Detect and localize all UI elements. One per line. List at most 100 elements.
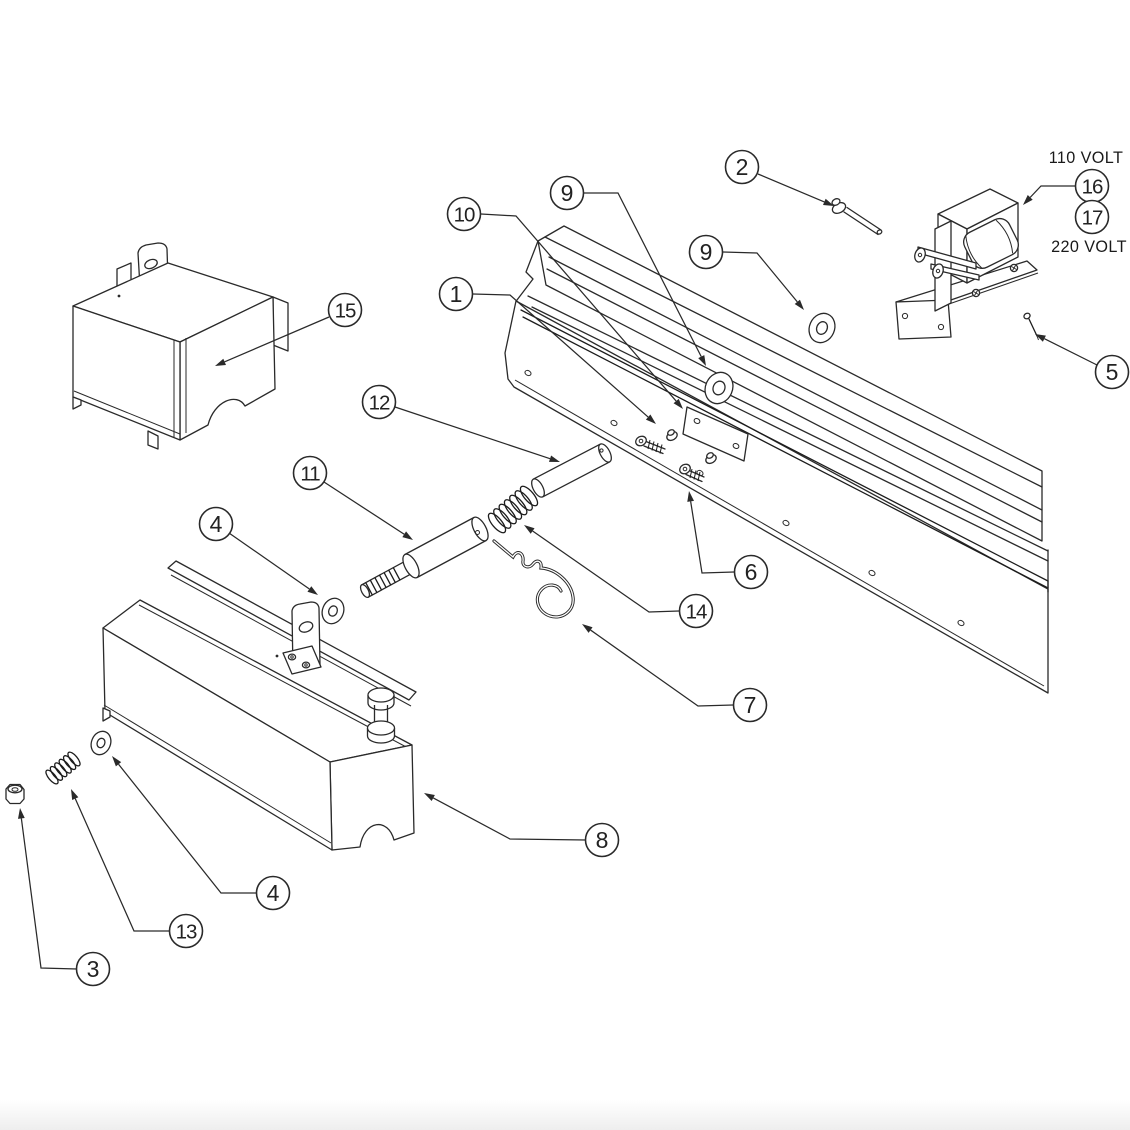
balloon-5: 5 <box>1094 354 1130 390</box>
leader-arrowhead-9b <box>794 299 804 310</box>
leader-arrowhead-5 <box>1035 334 1046 342</box>
parts-layer <box>5 188 1049 851</box>
balloon-number: 15 <box>335 299 356 322</box>
balloon-number: 13 <box>176 920 197 943</box>
leader-line-1 <box>472 293 649 418</box>
voltage-labels-layer: 110 VOLT 220 VOLT <box>1049 149 1127 256</box>
part-pin-12-drawing <box>531 443 612 498</box>
leader-line-5 <box>1044 338 1098 366</box>
part-upper-magnet-box-drawing <box>72 242 289 450</box>
part-spring-14-drawing <box>487 485 539 534</box>
balloon-2: 2 <box>724 149 760 185</box>
balloon-number: 4 <box>210 511 223 537</box>
part-small-screw-drawing <box>1023 312 1039 341</box>
balloon-number: 8 <box>596 827 609 853</box>
balloon-9b: 9 <box>688 234 724 270</box>
leader-line-13 <box>74 798 170 932</box>
balloon-number: 16 <box>1082 175 1103 198</box>
balloon-circle <box>327 292 363 328</box>
pin-11-threads <box>365 567 401 596</box>
balloon-17: 17 <box>1074 199 1110 235</box>
balloon-circle <box>1094 354 1130 390</box>
leader-arrowhead-15 <box>215 358 226 366</box>
part-solenoid-unit-drawing <box>895 188 1039 340</box>
balloon-number: 1 <box>450 281 463 307</box>
leader-arrowhead-16 <box>1023 195 1033 205</box>
balloon-circle <box>292 455 328 491</box>
balloon-circle <box>255 875 291 911</box>
balloon-1: 1 <box>438 276 474 312</box>
board-holes <box>524 369 965 627</box>
balloon-number: 10 <box>454 203 475 226</box>
leader-line-12 <box>394 406 551 460</box>
balloon-16: 16 <box>1074 168 1110 204</box>
balloon-number: 17 <box>1082 206 1103 229</box>
label-220-volt: 220 VOLT <box>1051 238 1127 256</box>
leader-line-9a <box>584 192 702 357</box>
label-110-volt: 110 VOLT <box>1049 149 1124 167</box>
part-washer-4-upper-drawing <box>321 597 345 625</box>
balloon-6: 6 <box>733 554 769 590</box>
balloon-circle <box>732 687 768 723</box>
balloon-circle <box>733 554 769 590</box>
part-lower-magnet-box-drawing <box>102 560 417 851</box>
leader-arrowhead-12 <box>548 455 560 462</box>
balloon-circle <box>361 384 397 420</box>
leader-arrowhead-6 <box>687 491 695 502</box>
leader-arrowhead-11 <box>402 531 413 540</box>
balloon-number: 12 <box>369 391 390 414</box>
leader-arrowhead-10 <box>673 398 683 409</box>
leader-line-11 <box>323 481 405 535</box>
leader-lines-layer <box>17 173 1098 970</box>
leader-arrowhead-8 <box>424 793 435 801</box>
balloon-number: 9 <box>561 180 574 206</box>
leader-line-15 <box>224 316 330 363</box>
balloon-circle <box>168 913 204 949</box>
balloon-circle <box>678 593 714 629</box>
leader-arrowhead-2 <box>823 198 834 206</box>
part-washer-9-upper-drawing <box>704 371 734 405</box>
leader-line-4a <box>228 532 310 590</box>
part-spring-13-drawing <box>45 751 81 785</box>
leader-line-8 <box>432 797 587 841</box>
leader-arrowhead-4a <box>307 586 318 595</box>
leader-arrowhead-1 <box>645 414 656 424</box>
balloon-number: 7 <box>744 692 757 718</box>
leader-line-14 <box>532 530 680 613</box>
balloon-4b: 4 <box>255 875 291 911</box>
balloon-circle <box>75 951 111 987</box>
balloon-number: 9 <box>700 239 713 265</box>
leader-line-6 <box>690 501 735 574</box>
page-bottom-shade <box>0 1100 1130 1130</box>
balloon-circle <box>549 175 585 211</box>
leader-line-4b <box>118 763 257 894</box>
part-pin-11-drawing <box>359 516 489 599</box>
balloon-number: 11 <box>300 462 320 485</box>
part-long-bolt-drawing <box>831 198 883 236</box>
balloon-7: 7 <box>732 687 768 723</box>
leader-arrowhead-13 <box>71 789 79 800</box>
balloon-10: 10 <box>446 196 482 232</box>
balloon-number: 5 <box>1106 359 1119 385</box>
balloon-15: 15 <box>327 292 363 328</box>
leader-arrowhead-14 <box>524 525 535 534</box>
balloon-4a: 4 <box>198 506 234 542</box>
part-mounting-screws-drawing <box>635 429 717 483</box>
leader-arrowhead-9a <box>698 355 706 366</box>
balloon-14: 14 <box>678 593 714 629</box>
leader-line-7 <box>590 629 734 707</box>
balloon-13: 13 <box>168 913 204 949</box>
leader-arrowhead-3 <box>17 808 25 819</box>
leader-arrowhead-4b <box>112 756 122 767</box>
balloon-8: 8 <box>584 822 620 858</box>
balloon-circle <box>438 276 474 312</box>
balloon-circle <box>724 149 760 185</box>
balloon-number: 6 <box>745 559 758 585</box>
balloon-circle <box>446 196 482 232</box>
leader-line-16 <box>1029 185 1075 198</box>
balloon-11: 11 <box>292 455 328 491</box>
balloon-number: 2 <box>736 154 749 180</box>
balloon-9a: 9 <box>549 175 585 211</box>
